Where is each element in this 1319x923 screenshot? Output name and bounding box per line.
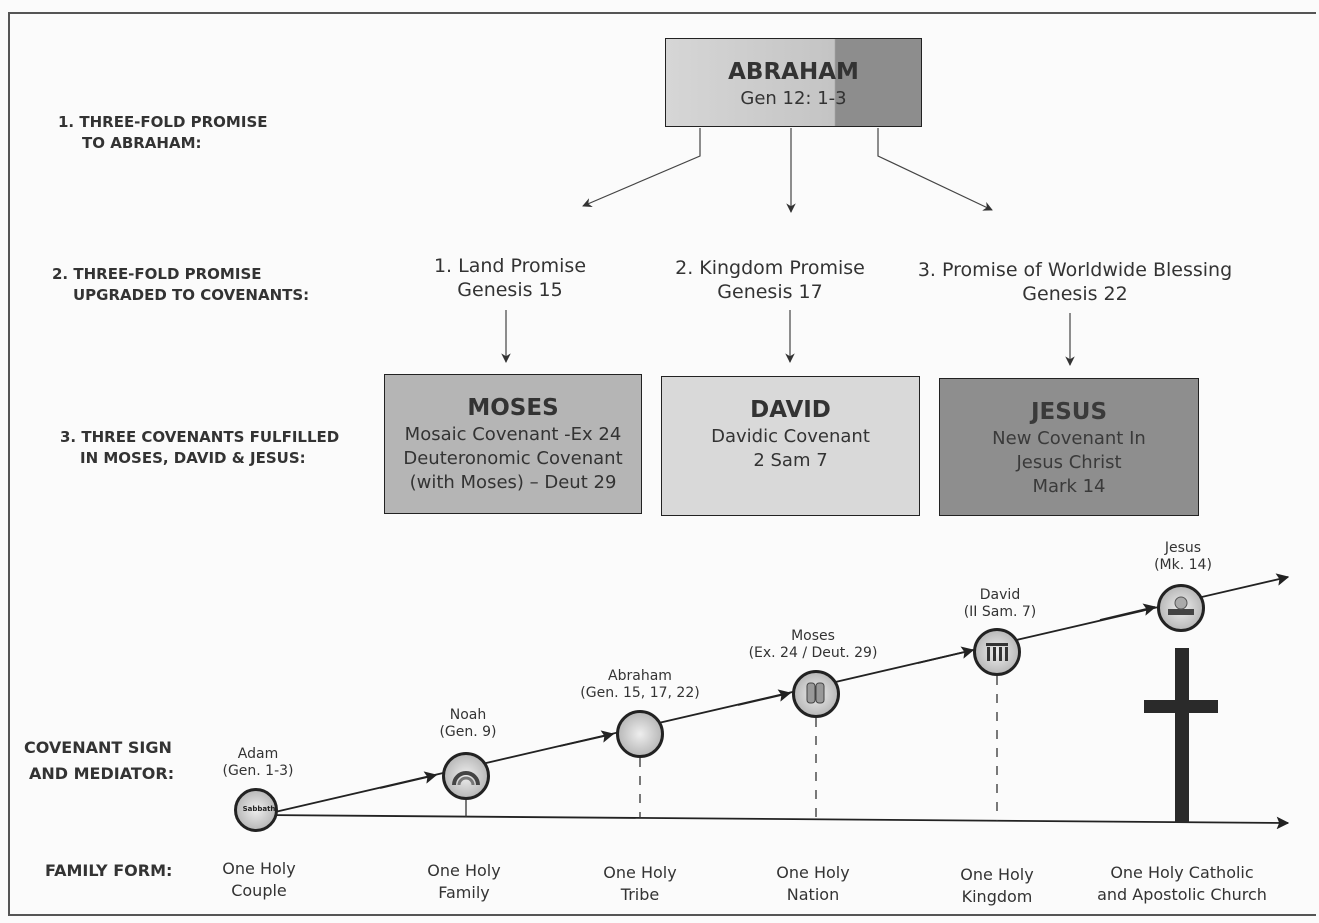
covenant-arrow-jesus [1099, 603, 1157, 621]
abraham-ref: Gen 12: 1-3 [740, 88, 847, 109]
cross-bar [1144, 700, 1218, 713]
chalice-icon [1157, 584, 1205, 632]
rainbow-icon [442, 752, 490, 800]
david-box: DAVID Davidic Covenant 2 Sam 7 [661, 376, 920, 516]
promise-kingdom: 2. Kingdom Promise Genesis 17 [675, 257, 865, 303]
tablets-icon [792, 670, 840, 718]
covenant-arrow-abraham [559, 730, 615, 747]
mediator-label-david: David(II Sam. 7) [963, 587, 1037, 620]
mediator-label-jesus: Jesus(Mk. 14) [1154, 540, 1212, 573]
abraham-title: ABRAHAM [728, 59, 859, 85]
jesus-line: New Covenant In [992, 428, 1146, 449]
jesus-box: JESUS New Covenant In Jesus Christ Mark … [939, 378, 1199, 516]
temple-icon [973, 628, 1021, 676]
step-3-label: 3. THREE COVENANTS FULFILLED IN MOSES, D… [60, 428, 340, 467]
covenant-arrow-david [917, 646, 975, 664]
sabbath-label: Sabbath [242, 805, 276, 813]
mediator-label-adam: Adam(Gen. 1-3) [222, 746, 294, 779]
step-1-label: 1. THREE-FOLD PROMISE TO ABRAHAM: [58, 113, 268, 152]
moses-line: (with Moses) – Deut 29 [409, 472, 617, 493]
jesus-line: Jesus Christ [1016, 452, 1122, 473]
jesus-line: Mark 14 [1032, 476, 1106, 497]
arrow-to-blessing [877, 128, 993, 211]
abraham-box: ABRAHAM Gen 12: 1-3 [665, 38, 922, 127]
david-line: Davidic Covenant [711, 426, 870, 447]
jesus-title: JESUS [1030, 399, 1108, 425]
david-title: DAVID [750, 397, 831, 423]
moses-line: Mosaic Covenant -Ex 24 [404, 424, 622, 445]
moses-line: Deuteronomic Covenant [403, 448, 623, 469]
promise-blessing: 3. Promise of Worldwide Blessing Genesis… [917, 259, 1233, 305]
circumcision-icon [616, 710, 664, 758]
covenant-arrow-moses [737, 689, 792, 706]
covenant-arrow-noah [379, 771, 438, 789]
mediator-label-noah: Noah(Gen. 9) [439, 707, 497, 740]
cross-icon [1175, 648, 1189, 823]
sabbath-icon: Sabbath [234, 788, 278, 832]
family-form-label: FAMILY FORM: [45, 861, 173, 880]
covenant-sign-label: COVENANT SIGN AND MEDIATOR: [24, 738, 175, 783]
diagram-frame [8, 12, 1316, 916]
step-2-label: 2. THREE-FOLD PROMISE UPGRADED TO COVENA… [52, 265, 310, 304]
mediator-label-abraham: Abraham(Gen. 15, 17, 22) [580, 668, 700, 701]
moses-box: MOSES Mosaic Covenant -Ex 24 Deuteronomi… [384, 374, 642, 514]
david-line: 2 Sam 7 [753, 450, 828, 471]
moses-title: MOSES [467, 395, 559, 421]
timeline-baseline [261, 814, 1290, 830]
arrow-to-land [582, 128, 701, 208]
mediator-label-moses: Moses(Ex. 24 / Deut. 29) [748, 628, 878, 661]
promise-land: 1. Land Promise Genesis 15 [433, 255, 587, 301]
